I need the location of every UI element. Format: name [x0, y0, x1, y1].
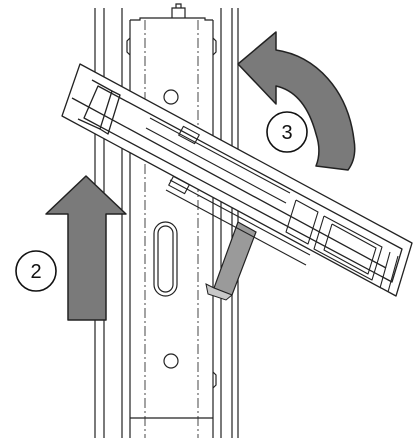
step-number-3: 3: [281, 122, 292, 144]
rail-holes: [126, 37, 217, 419]
clockwise-rotate-arrow-icon: [237, 31, 356, 171]
step-callout-3: 3: [266, 111, 308, 153]
up-arrow-icon: [45, 175, 127, 321]
lever-handle: [205, 221, 257, 301]
vertical-rail: [94, 3, 239, 438]
rail-slot: [153, 221, 178, 297]
bracket-inner-detail: [145, 117, 399, 293]
step-number-2: 2: [30, 261, 41, 283]
dash-dot-lines: [144, 20, 199, 438]
step-callout-2: 2: [15, 250, 57, 292]
rotating-bracket: [61, 63, 413, 297]
